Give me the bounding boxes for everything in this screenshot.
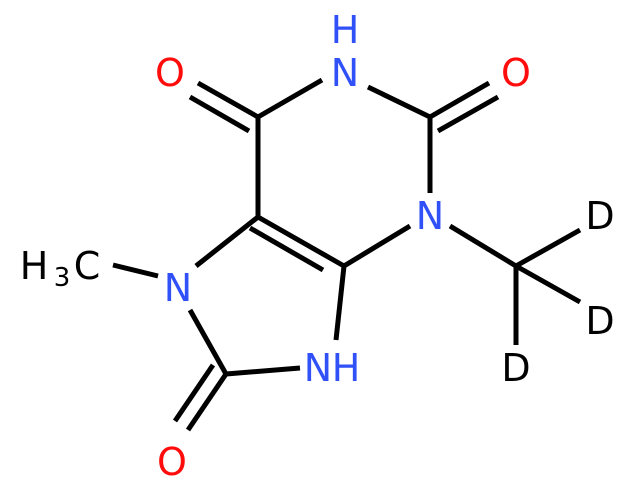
atom-d3: D — [501, 346, 530, 390]
atom-n3: N — [416, 194, 444, 238]
atom-n9-h: H — [332, 346, 361, 390]
bond-n7-ch3 — [112, 262, 159, 279]
bond-c6-n1 — [256, 77, 324, 120]
bond-n7-c8 — [187, 308, 229, 376]
bond-c5-n7 — [194, 215, 260, 268]
bonds — [112, 77, 582, 432]
bond-c-d2 — [514, 263, 582, 305]
methyl-subscript: 3 — [54, 263, 71, 293]
atom-n7: N — [164, 266, 192, 310]
atom-d2: D — [585, 299, 614, 343]
atom-labels: O H N O N D D D N N H O H 3 C — [20, 8, 615, 484]
methyl-h: H — [20, 244, 49, 288]
atom-n1: N — [331, 51, 359, 95]
bond-c6-o-2 — [188, 94, 251, 134]
bond-c8-o-2 — [172, 363, 216, 423]
bond-c8-o-1 — [185, 372, 229, 432]
bond-n9-c4 — [333, 265, 347, 341]
atom-o-top-left: O — [155, 51, 185, 95]
bond-n1-c2 — [366, 84, 432, 120]
methyl-c: C — [74, 244, 101, 288]
atom-o-bottom: O — [157, 440, 187, 484]
bond-c8-n9 — [225, 365, 301, 377]
atom-h-top: H — [331, 8, 360, 52]
atom-o-top-right: O — [501, 51, 531, 95]
bond-c2-o-2 — [436, 94, 500, 134]
bond-c2-o-1 — [428, 80, 491, 120]
bond-n3-c4 — [342, 223, 412, 269]
atom-d1: D — [585, 194, 614, 238]
atom-n9: N — [304, 346, 332, 390]
bond-n3-cd3 — [448, 223, 518, 269]
bond-c-d1 — [514, 227, 582, 269]
bond-c4-c5-1 — [256, 214, 346, 269]
bond-c6-o-1 — [196, 80, 260, 120]
bond-c4-c5-2 — [248, 225, 325, 273]
